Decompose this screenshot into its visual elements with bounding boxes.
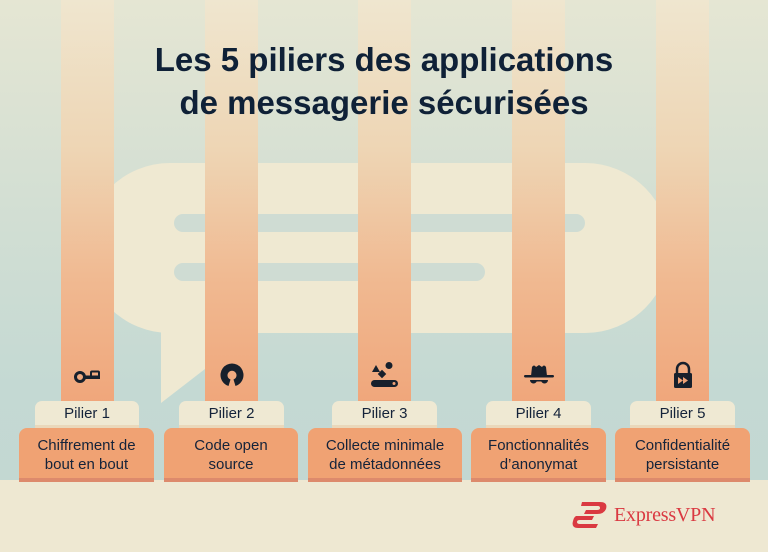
pillar-card-line-1: Fonctionnalités xyxy=(488,437,589,454)
key-icon xyxy=(73,361,101,389)
pillar-card-5: Confidentialité persistante xyxy=(615,428,750,482)
pillar-card-line-2: d’anonymat xyxy=(499,456,578,473)
pillar-column-3 xyxy=(358,0,411,430)
expressvpn-logo-icon xyxy=(572,502,607,528)
open-source-icon xyxy=(218,361,246,389)
pillar-card-line-2: de métadonnées xyxy=(329,456,441,473)
incognito-icon xyxy=(523,361,554,389)
pillar-card-line-2: bout en bout xyxy=(44,456,129,473)
pillar-column-5 xyxy=(656,0,709,430)
pillar-card-line-2: source xyxy=(208,456,254,473)
page-title: Les 5 piliers des applications de messag… xyxy=(0,38,768,124)
pillar-card-4: Fonctionnalités d’anonymat xyxy=(471,428,606,482)
pillar-column-4 xyxy=(512,0,565,430)
pillar-tab-3: Pilier 3 xyxy=(332,401,437,428)
pillar-column-1 xyxy=(61,0,114,430)
brand-logo: ExpressVPN xyxy=(572,500,716,530)
brand-name: ExpressVPN xyxy=(614,503,716,526)
pillar-tab-5: Pilier 5 xyxy=(630,401,735,428)
pillar-tab-1: Pilier 1 xyxy=(35,401,139,428)
pillar-card-1: Chiffrement de bout en bout xyxy=(19,428,154,482)
pillar-card-line-1: Confidentialité xyxy=(634,437,731,454)
title-line-2: de messagerie sécurisées xyxy=(179,84,589,121)
pillar-column-2 xyxy=(205,0,258,430)
title-line-1: Les 5 piliers des applications xyxy=(154,41,614,78)
pillar-card-line-1: Code open xyxy=(194,437,268,454)
pillar-tab-2: Pilier 2 xyxy=(179,401,284,428)
pillar-card-line-1: Chiffrement de xyxy=(37,437,136,454)
pillar-card-line-1: Collecte minimale xyxy=(325,437,445,454)
floor-band xyxy=(0,480,768,552)
pillar-tab-4: Pilier 4 xyxy=(486,401,591,428)
pillar-card-2: Code open source xyxy=(164,428,298,482)
pillar-card-line-2: persistante xyxy=(645,456,720,473)
pillar-card-3: Collecte minimale de métadonnées xyxy=(308,428,462,482)
metadata-shapes-icon xyxy=(370,361,398,389)
padlock-forward-icon xyxy=(669,361,697,389)
